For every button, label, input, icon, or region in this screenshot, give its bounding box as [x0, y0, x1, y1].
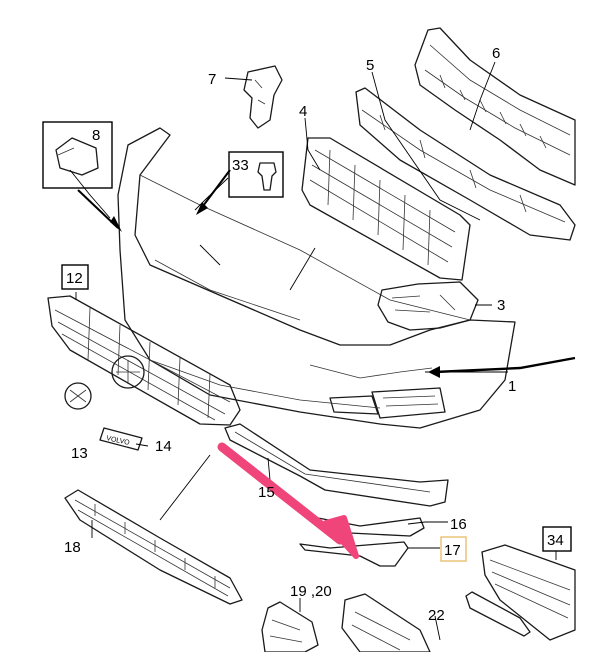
callout-33: 33 — [232, 157, 249, 174]
part-5-energy-absorber — [355, 87, 576, 241]
part-12-front-grille — [47, 295, 241, 426]
callout-5: 5 — [366, 57, 374, 74]
part-33-clip-inset — [228, 151, 284, 198]
callout-17: 17 — [444, 542, 461, 559]
part-3-bracket — [377, 281, 479, 331]
callout-19-20: 19 ,20 — [290, 583, 332, 600]
callout-box-17 — [440, 536, 467, 562]
callout-16: 16 — [450, 516, 467, 533]
callout-box-12 — [61, 264, 89, 290]
callout-box-34 — [542, 526, 572, 552]
callout-22: 22 — [428, 607, 445, 624]
part-8-tow-cover-inset — [42, 121, 113, 189]
emblem-text: VOLVO — [106, 435, 131, 447]
callout-6: 6 — [492, 45, 500, 62]
part-15-lower-trim — [224, 423, 449, 507]
part-7-bracket — [243, 65, 283, 129]
callout-14: 14 — [155, 438, 172, 455]
highlight-arrow — [217, 442, 359, 559]
callout-3: 3 — [497, 297, 505, 314]
callout-15: 15 — [258, 484, 275, 501]
callout-18: 18 — [64, 539, 81, 556]
callout-1: 1 — [508, 378, 516, 395]
pointer-arrows — [77, 169, 576, 378]
leader-lines — [69, 61, 557, 641]
callout-12: 12 — [66, 270, 83, 287]
part-34-lower-grille — [465, 544, 576, 641]
callout-4: 4 — [299, 103, 307, 120]
callout-13: 13 — [71, 445, 88, 462]
callout-7: 7 — [208, 71, 216, 88]
part-19-20-bracket — [261, 601, 319, 652]
part-6-impact-beam — [414, 27, 576, 186]
callout-8: 8 — [92, 127, 100, 144]
callout-34: 34 — [547, 532, 564, 549]
part-13-emblem-disc — [64, 382, 92, 410]
part-1-bumper-cover — [117, 127, 516, 429]
part-4-grille-insert — [301, 137, 471, 281]
part-14-emblem-badge: VOLVO — [99, 427, 143, 451]
part-22-undertray — [341, 593, 431, 652]
part-18-lower-trim — [64, 489, 243, 605]
